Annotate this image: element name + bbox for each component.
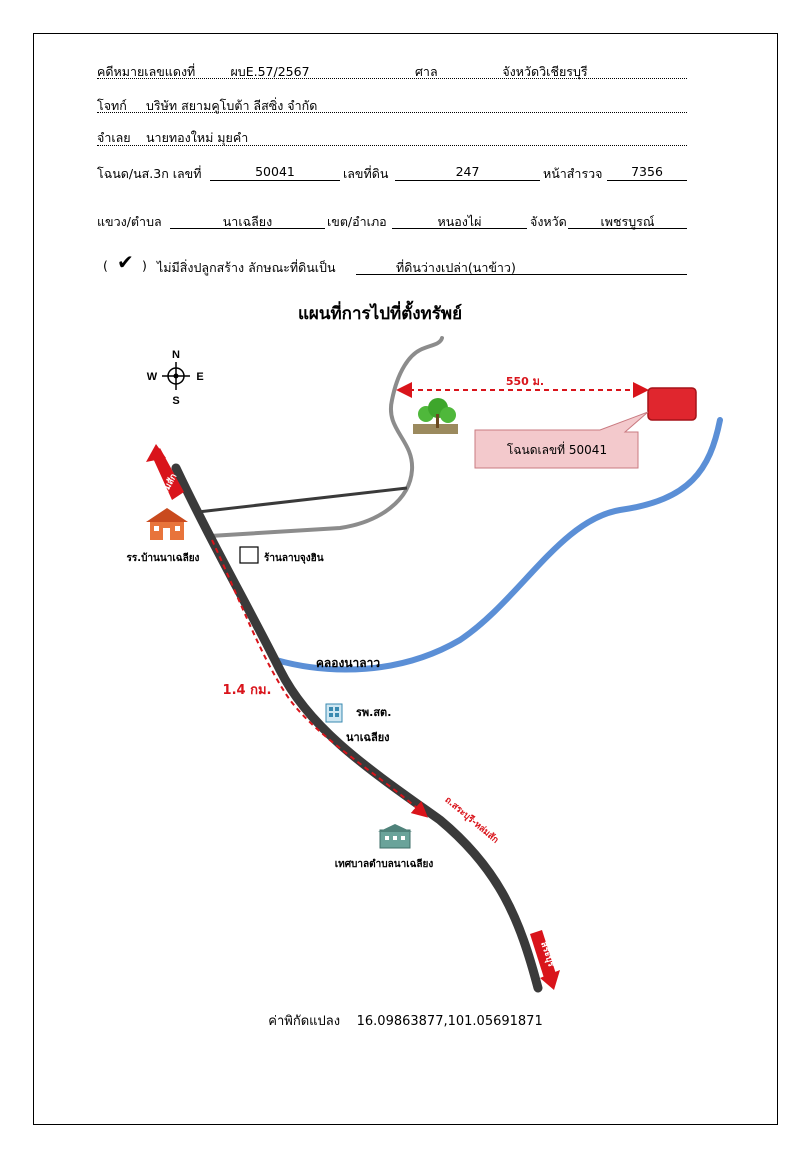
defendant-value: นายทองใหม่ มุยคำ — [146, 130, 249, 145]
map-title: แผนที่การไปที่ตั้งทรัพย์ — [297, 304, 463, 324]
compass-e: E — [196, 371, 203, 383]
shop-label: ร้านลาบจุงฮิน — [264, 552, 324, 564]
road-name-label: ถ.สระบุรี-หล่มสัก — [443, 794, 501, 845]
no-building-label: ไม่มีสิ่งปลูกสร้าง ลักษณะที่ดินเป็น — [157, 260, 336, 275]
coordinates: ค่าพิกัดแปลง 16.09863877,101.05691871 — [0, 1010, 811, 1031]
land-no-value: 247 — [455, 164, 480, 179]
case-label: คดีหมายเลขแดงที่ — [97, 64, 196, 79]
compass-s: S — [172, 395, 179, 407]
side-road — [208, 336, 444, 538]
deed-callout: โฉนดเลขที่ 50041 — [474, 411, 649, 469]
row3-rule — [97, 145, 687, 146]
municipality-label: เทศบาลตำบลนาเฉลียง — [335, 858, 434, 870]
court-value: จังหวัดวิเชียรบุรี — [502, 64, 588, 79]
deed-value: 50041 — [255, 164, 295, 179]
land-no-label: เลขที่ดิน — [343, 166, 389, 181]
distance-road-label: 1.4 กม. — [223, 683, 272, 698]
province-label: จังหวัด — [530, 214, 567, 229]
hospital-label-2: นาเฉลียง — [346, 731, 390, 744]
canal-path — [273, 417, 723, 673]
municipality-icon — [378, 824, 412, 849]
row1-rule — [97, 78, 687, 79]
land-type-value: ที่ดินว่างเปล่า(นาข้าว) — [396, 260, 516, 275]
coord-value: 16.09863877,101.05691871 — [356, 1014, 543, 1029]
plaintiff-label: โจทก์ — [97, 98, 127, 113]
tree-icon — [413, 398, 458, 434]
compass-icon: N S E W — [147, 349, 204, 407]
hospital-icon — [325, 703, 343, 723]
hospital-label-1: รพ.สต. — [356, 706, 391, 719]
row2-rule — [97, 112, 687, 113]
svg-text:โฉนดเลขที่ 50041: โฉนดเลขที่ 50041 — [507, 441, 607, 457]
defendant-label: จำเลย — [97, 130, 131, 145]
school-label: รร.บ้านนาเฉลียง — [127, 552, 200, 564]
connector-road — [197, 486, 408, 514]
distance-top-label: 550 ม. — [506, 375, 544, 388]
district-label: เขต/อำเภอ — [327, 214, 387, 229]
plot-marker — [647, 387, 697, 421]
case-value: ผบE.57/2567 — [230, 64, 310, 79]
canal-label: คลองนาลาว — [316, 656, 380, 670]
province-value: เพชรบูรณ์ — [600, 214, 655, 229]
subdistrict-value: นาเฉลียง — [222, 214, 273, 229]
survey-label: หน้าสำรวจ — [543, 166, 603, 181]
check-mark-icon: ✔ — [117, 250, 134, 274]
deed-label: โฉนด/นส.3ก เลขที่ — [97, 166, 202, 181]
subdistrict-label: แขวง/ตำบล — [97, 214, 162, 229]
plaintiff-value: บริษัท สยามคูโบต้า ลีสซิ่ง จำกัด — [146, 98, 318, 113]
school-icon — [146, 508, 188, 540]
paren-close: ) — [142, 258, 147, 273]
court-label: ศาล — [415, 64, 438, 79]
district-value: หนองไผ่ — [437, 214, 482, 229]
route-dashed — [211, 539, 428, 818]
compass-w: W — [147, 371, 158, 383]
coord-label: ค่าพิกัดแปลง — [268, 1014, 341, 1029]
compass-n: N — [172, 349, 180, 361]
paren-open: ( — [103, 258, 108, 273]
main-road — [171, 463, 543, 993]
survey-value: 7356 — [631, 164, 663, 179]
shop-icon — [239, 546, 259, 564]
page-frame — [33, 33, 778, 1125]
